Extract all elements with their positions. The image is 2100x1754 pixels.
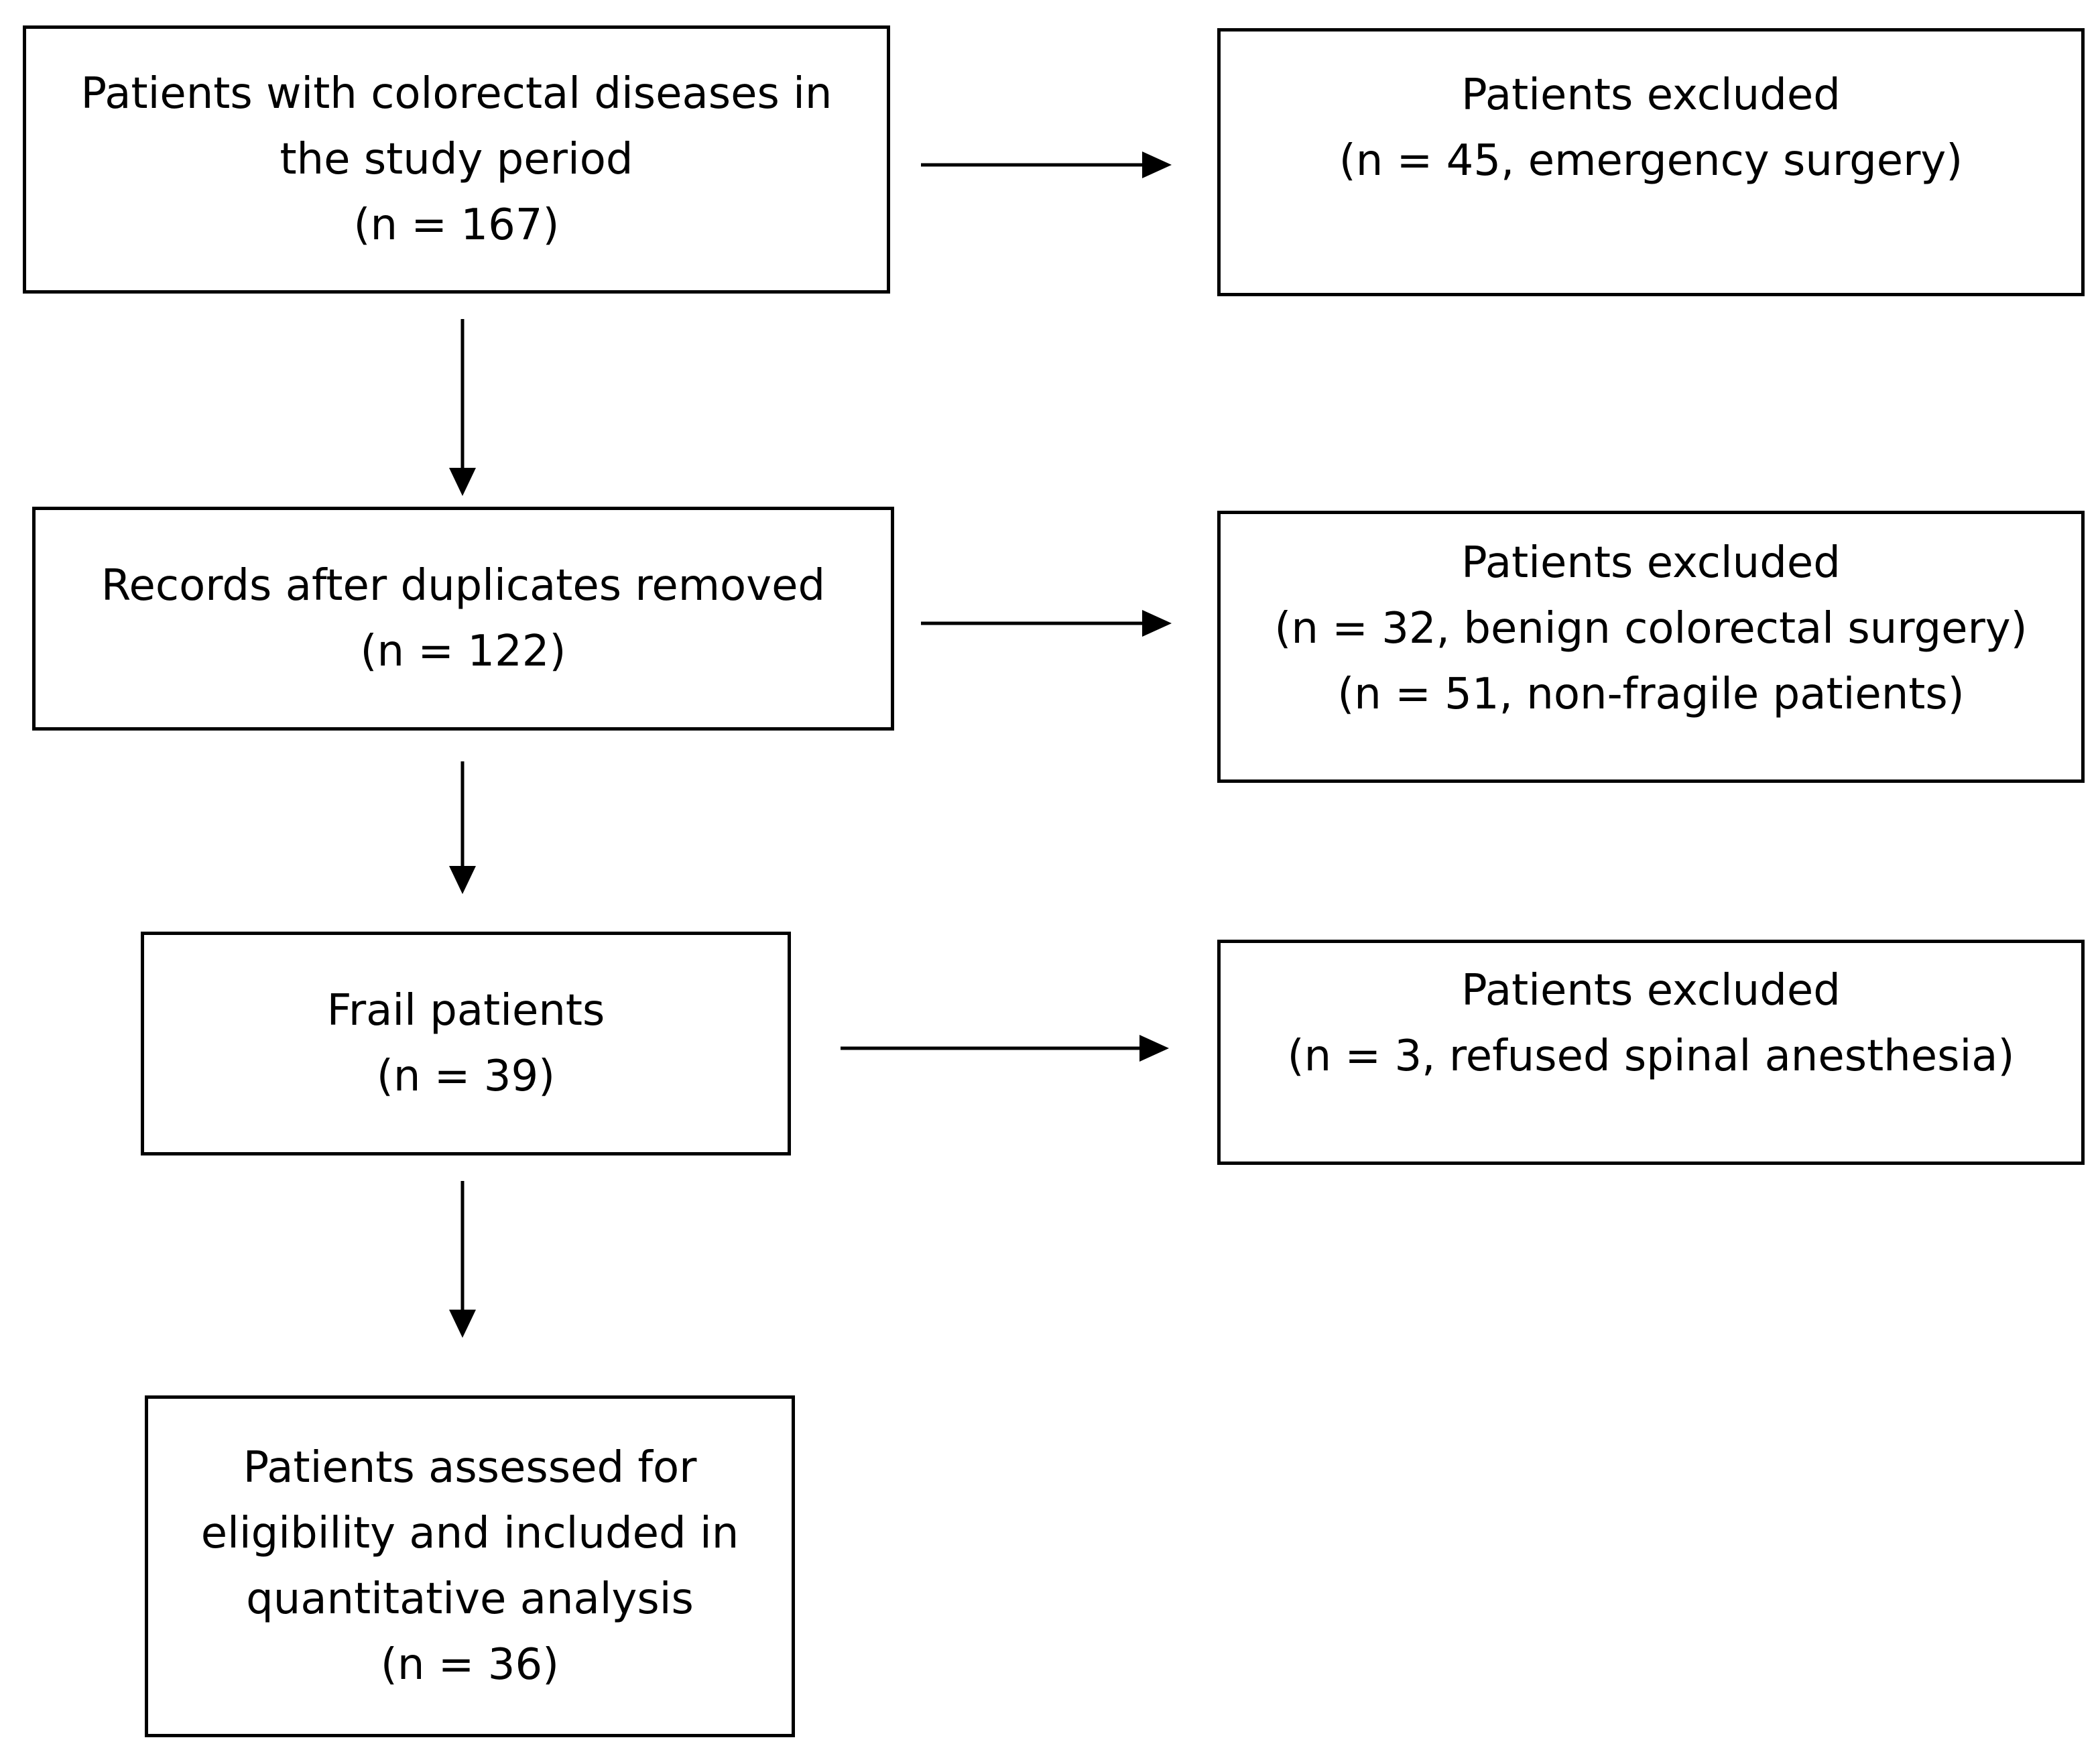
box-text-line: Frail patients (326, 986, 605, 1036)
box-text-line: (n = 36) (380, 1640, 560, 1690)
excluded-box-benign-nonfragile: Patients excluded (n = 32, benign colore… (1217, 511, 2085, 783)
box-text-line: (n = 167) (353, 200, 560, 250)
box-text-line: Patients excluded (1461, 538, 1841, 588)
box-text-line: Patients assessed for (243, 1443, 697, 1493)
box-text-line: Patients excluded (1461, 966, 1841, 1015)
box-text-line: Records after duplicates removed (101, 561, 826, 611)
arrow-down-2 (449, 761, 476, 894)
excluded-box-refused: Patients excluded (n = 3, refused spinal… (1217, 940, 2085, 1165)
step-box-screened: Patients with colorectal diseases in the… (23, 25, 890, 294)
box-text-line: (n = 32, benign colorectal surgery) (1274, 604, 2028, 653)
arrow-right-2 (921, 610, 1172, 637)
box-text-line: (n = 51, non-fragile patients) (1337, 670, 1965, 719)
arrow-down-1 (449, 319, 476, 496)
box-text-line: (n = 39) (376, 1052, 556, 1101)
step-box-frail: Frail patients (n = 39) (141, 932, 791, 1155)
arrow-down-3 (449, 1181, 476, 1338)
box-text-line: (n = 45, emergency surgery) (1339, 136, 1963, 186)
step-box-deduplicated: Records after duplicates removed (n = 12… (32, 507, 894, 731)
box-text-line: Patients with colorectal diseases in (80, 69, 832, 119)
box-text-line: quantitative analysis (246, 1574, 694, 1624)
box-text-line: eligibility and included in (200, 1509, 739, 1558)
arrow-right-3 (841, 1035, 1169, 1062)
box-text-line: the study period (280, 135, 633, 184)
box-text-line: (n = 3, refused spinal anesthesia) (1287, 1031, 2015, 1081)
step-box-included: Patients assessed for eligibility and in… (145, 1395, 795, 1737)
excluded-box-emergency: Patients excluded (n = 45, emergency sur… (1217, 28, 2085, 296)
box-text-line: (n = 122) (360, 627, 566, 676)
arrow-right-1 (921, 151, 1172, 178)
box-text-line: Patients excluded (1461, 70, 1841, 120)
